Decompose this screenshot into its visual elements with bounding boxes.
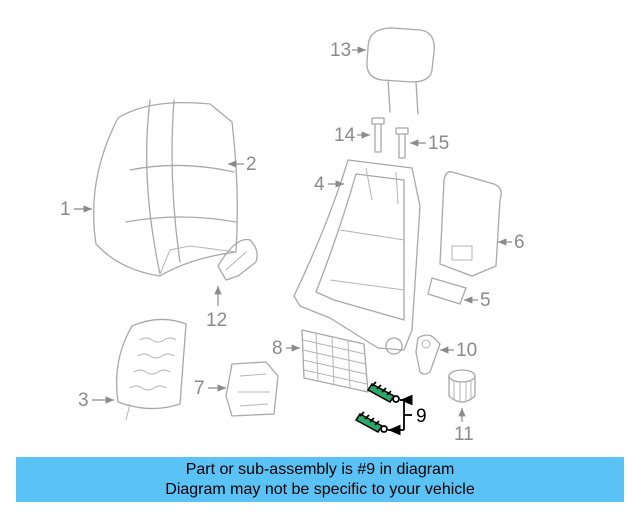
callout-14: 14 — [334, 125, 356, 146]
callout-11: 11 — [454, 424, 474, 445]
info-banner: Part or sub-assembly is #9 in diagram Di… — [16, 457, 624, 502]
adjust-knob-part — [448, 369, 476, 403]
callout-7: 7 — [194, 378, 205, 399]
banner-line-1: Part or sub-assembly is #9 in diagram — [185, 460, 455, 478]
headrest-part — [366, 27, 435, 115]
cushion-pad-part — [115, 318, 187, 421]
callout-8: 8 — [272, 338, 283, 359]
callout-5: 5 — [480, 290, 491, 311]
trim-bracket-part — [217, 238, 258, 281]
callout-13: 13 — [330, 40, 351, 61]
seatback-cushion-part — [92, 99, 238, 277]
callout-12: 12 — [206, 310, 227, 331]
spring-part-9 — [354, 381, 400, 433]
callout-4: 4 — [314, 174, 325, 195]
parts-diagram: 13 14 15 1 2 12 4 6 — [60, 27, 525, 445]
banner-line-2: Diagram may not be specific to your vehi… — [165, 480, 475, 498]
recliner-lever-part — [415, 334, 441, 375]
callout-15: 15 — [428, 133, 449, 154]
bolt-14-part — [371, 117, 385, 153]
callout-6: 6 — [514, 232, 525, 253]
callout-1: 1 — [60, 199, 71, 220]
callout-2: 2 — [246, 154, 257, 175]
callout-10: 10 — [456, 340, 477, 361]
callout-9: 9 — [416, 406, 427, 427]
seatback-frame-part — [293, 159, 421, 355]
bolt-15-part — [395, 127, 409, 159]
callout-3: 3 — [78, 390, 89, 411]
back-panel-part — [439, 171, 502, 277]
spring-mat-part — [301, 329, 369, 393]
lumbar-module-part — [225, 361, 279, 417]
label-plate-part — [427, 277, 467, 305]
